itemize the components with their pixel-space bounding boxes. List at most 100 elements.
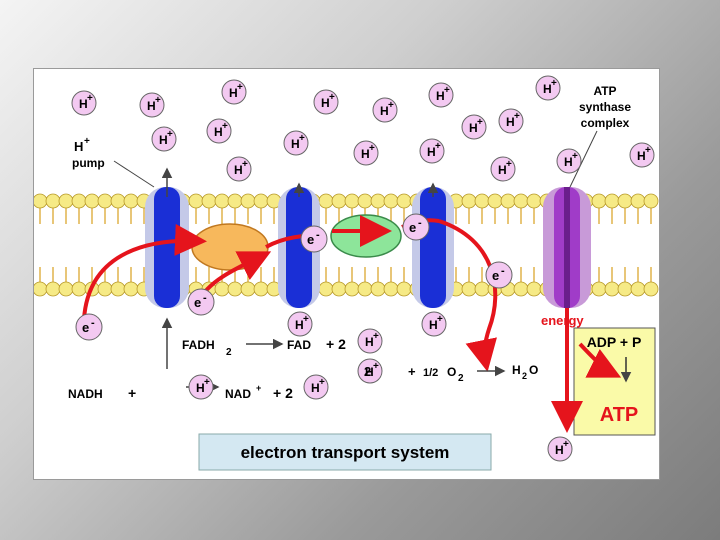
lipid-head — [72, 282, 86, 296]
lipid-head — [46, 282, 60, 296]
water-plus: + — [408, 364, 416, 379]
lipid-head — [46, 194, 60, 208]
electron-icon: e- — [301, 226, 327, 252]
lipid-head — [319, 282, 333, 296]
lipid-head — [98, 194, 112, 208]
electron-icon: e- — [403, 214, 429, 240]
complex-1 — [145, 187, 189, 308]
lipid-head — [215, 282, 229, 296]
electron-icon: e- — [188, 289, 214, 315]
proton-charge: + — [373, 331, 379, 342]
lipid-head — [215, 194, 229, 208]
proton-icon: H+ — [354, 141, 378, 165]
proton-icon: H+ — [72, 91, 96, 115]
cytochrome-c — [331, 215, 401, 257]
lipid-head — [475, 194, 489, 208]
o-sub: 2 — [458, 373, 464, 384]
lipid-head — [644, 194, 658, 208]
proton-icon: H+ — [284, 131, 308, 155]
proton-icon: H+ — [630, 143, 654, 167]
proton-charge: + — [204, 377, 210, 388]
electron-icon: e- — [76, 314, 102, 340]
proton-icon: H+ — [288, 312, 312, 336]
h2o-h: H — [512, 363, 521, 377]
lipid-head — [254, 194, 268, 208]
proton-charge: + — [299, 133, 305, 144]
lipid-head — [605, 194, 619, 208]
lipid-head — [358, 282, 372, 296]
h2o-o: O — [529, 363, 538, 377]
proton-icon: H+ — [222, 80, 246, 104]
h-pump-label-word: pump — [72, 156, 105, 170]
proton-charge: + — [319, 377, 325, 388]
adp-p-label: ADP + P — [587, 334, 642, 350]
diagram-frame: H+H+H+H+H+H+H+H+H+H+H+H+H+H+H+H+H+H+H+H+… — [33, 68, 660, 480]
proton-charge: + — [551, 78, 557, 89]
proton-icon: H+ — [557, 149, 581, 173]
lipid-head — [592, 282, 606, 296]
proton-icon: H+ — [462, 115, 486, 139]
proton-icon: H+ — [304, 375, 328, 399]
proton-charge: + — [303, 314, 309, 325]
proton-icon: H+ — [358, 329, 382, 353]
proton-charge: + — [437, 314, 443, 325]
electron-charge: - — [316, 229, 320, 241]
lipid-head — [631, 194, 645, 208]
ubiquinone — [192, 224, 268, 270]
electron-symbol: e — [307, 232, 314, 247]
lipid-head — [384, 194, 398, 208]
electron-charge: - — [91, 317, 95, 329]
proton-icon: H+ — [499, 109, 523, 133]
electron-symbol: e — [194, 295, 201, 310]
proton-icon: H+ — [429, 83, 453, 107]
lipid-head — [631, 282, 645, 296]
proton-icon: H+ — [227, 157, 251, 181]
h2o-sub: 2 — [522, 371, 527, 381]
lipid-head — [644, 282, 658, 296]
fadh-label: FADH — [182, 338, 215, 352]
proton-icon: H+ — [207, 119, 231, 143]
lipid-head — [605, 282, 619, 296]
proton-charge: + — [167, 129, 173, 140]
lipid-head — [527, 194, 541, 208]
proton-icon: H+ — [152, 127, 176, 151]
lipid-head — [241, 282, 255, 296]
lipid-head — [111, 282, 125, 296]
lipid-head — [228, 194, 242, 208]
atp-synthase-label-1: ATP — [593, 84, 616, 98]
proton-icon: H+ — [536, 76, 560, 100]
proton-charge: + — [237, 82, 243, 93]
atp-synthase — [543, 187, 591, 308]
proton-charge: + — [563, 439, 569, 450]
lipid-head — [59, 282, 73, 296]
proton-icon: H+ — [548, 437, 572, 461]
lipid-head — [254, 282, 268, 296]
lipid-head — [72, 194, 86, 208]
electron-symbol: e — [82, 320, 89, 335]
lipid-head — [189, 194, 203, 208]
lipid-head — [202, 194, 216, 208]
energy-label: energy — [541, 313, 584, 328]
proton-icon: H+ — [422, 312, 446, 336]
lipid-head — [59, 194, 73, 208]
lipid-head — [319, 194, 333, 208]
atp-synthase-label-3: complex — [581, 116, 630, 130]
complex-4 — [412, 187, 454, 308]
fad-plus2: + 2 — [326, 336, 346, 352]
proton-icon: H+ — [140, 93, 164, 117]
fad-label: FAD — [287, 338, 311, 352]
lipid-head — [488, 194, 502, 208]
proton-charge: + — [645, 145, 651, 156]
o-label: O — [447, 365, 456, 379]
proton-charge: + — [444, 85, 450, 96]
h-pump-label-h: H — [74, 139, 83, 154]
proton-charge: + — [506, 159, 512, 170]
electron-charge: - — [203, 292, 207, 304]
nad-sup: + — [256, 383, 261, 393]
nadh-plus: + — [128, 385, 136, 401]
electron-charge: - — [418, 217, 422, 229]
electron-symbol: e — [492, 268, 499, 283]
proton-charge: + — [242, 159, 248, 170]
lipid-head — [241, 194, 255, 208]
